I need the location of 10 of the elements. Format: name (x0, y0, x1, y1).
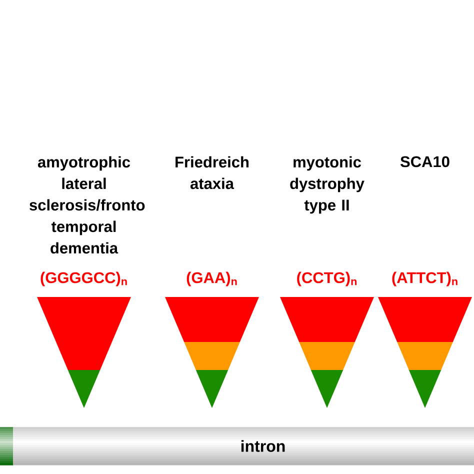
intron-bar: intron (0, 427, 474, 466)
repeat-label: (CCTG)$_{n}$ (297, 272, 357, 286)
node-label: intron (241, 440, 285, 452)
repeat-label: (ATTCT)$_{n}$ (392, 272, 458, 286)
disease-label: Friedreich ataxia (176, 156, 248, 190)
disease-label: SCA10 (400, 156, 450, 168)
disease-label: myotonic dystrophy type II (290, 156, 364, 214)
repeat-label: (GAA)$_{n}$ (186, 272, 237, 286)
disease-label: amyotrophic lateral sclerosis/fronto temporal dementia (30, 156, 145, 254)
repeat-label: (GGGGCC)$_{n}$ (40, 272, 127, 286)
